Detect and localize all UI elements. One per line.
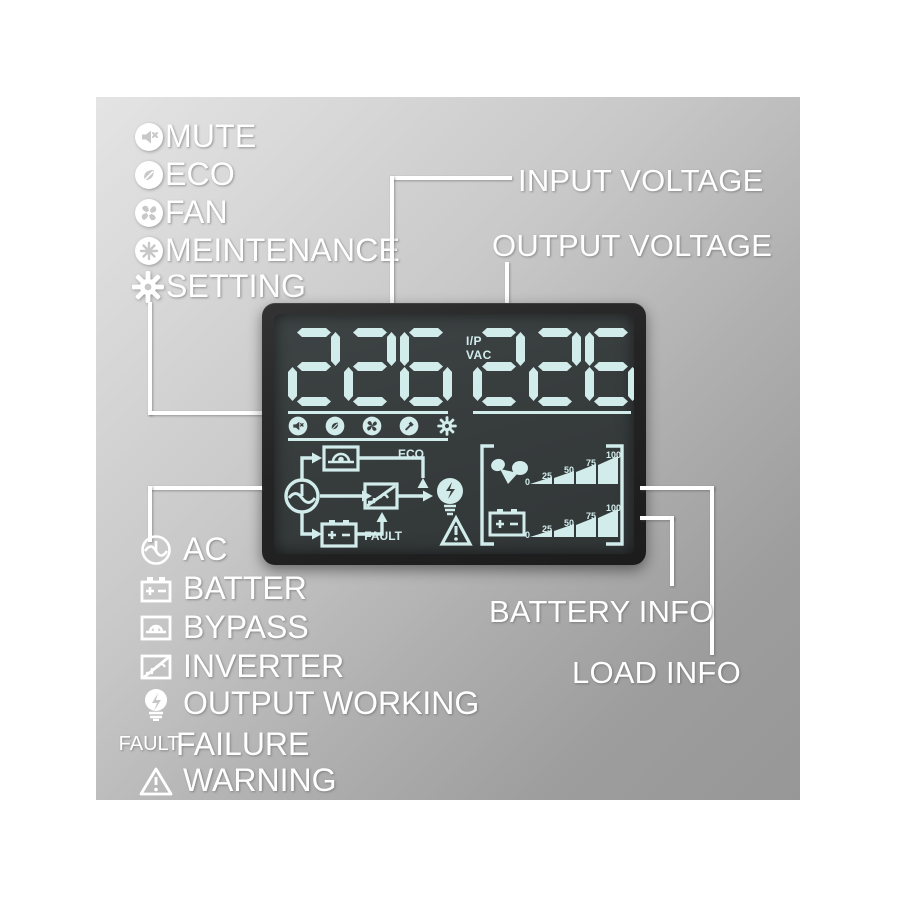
status-underbar [288, 438, 448, 441]
legend-label-setting: SETTING [166, 268, 307, 304]
legend-item-output-working: OUTPUT WORKING [138, 685, 479, 722]
output-digits [473, 328, 634, 406]
legend-item-setting: SETTING [131, 268, 306, 305]
connector-output-voltage-vertical [505, 262, 509, 308]
connector-load-info-vertical [710, 486, 714, 655]
lcd-status-icon-row [288, 415, 458, 437]
setting-icon [131, 270, 165, 304]
connector-battery-info-horizontal [640, 516, 674, 520]
connector-settings-horizontal [148, 411, 266, 415]
battery-tick-0: 0 [525, 530, 530, 540]
digit [585, 328, 634, 406]
connector-input-voltage-vertical [390, 176, 394, 308]
warning-triangle-node [439, 514, 473, 546]
warning-icon [138, 766, 174, 796]
legend-item-eco: ECO [134, 156, 235, 193]
legend-item-bypass: BYPASS [138, 609, 309, 646]
fault-flow-label: FAULT [364, 529, 402, 543]
eco-flow-label: ECO [398, 447, 424, 461]
legend-label-bypass: BYPASS [183, 609, 309, 645]
bypass-node [322, 445, 360, 472]
fan-icon [134, 198, 164, 228]
load-tick-100: 100 [606, 450, 621, 460]
mute-icon [288, 416, 308, 436]
callout-input-voltage: INPUT VOLTAGE [518, 163, 764, 198]
bypass-icon [138, 614, 174, 642]
legend-item-fan: FAN [134, 194, 228, 231]
legend-item-inverter: INVERTER [138, 648, 344, 685]
load-meter: 0 25 50 75 100 [491, 450, 621, 487]
eco-icon [134, 160, 164, 190]
battery-tick-25: 25 [542, 524, 552, 534]
callout-battery-info: BATTERY INFO [489, 594, 714, 629]
input-underbar [288, 411, 448, 414]
legend-item-failure: FAULT FAILURE [118, 726, 310, 763]
legend-label-ac: AC [183, 531, 228, 567]
lcd-bezel: I/P VAC 226 [262, 303, 646, 565]
legend-label-mute: MUTE [165, 118, 257, 154]
connector-bottom-legend-vertical [148, 486, 152, 542]
fault-text-icon: FAULT [118, 733, 180, 755]
digit [473, 328, 525, 406]
battery-node [320, 520, 358, 548]
maintenance-icon [134, 236, 164, 266]
digit [288, 328, 340, 406]
fan-icon [362, 416, 382, 436]
legend-item-battery: BATTER [138, 570, 307, 607]
bulb-icon [138, 687, 174, 721]
legend-item-mute: MUTE [134, 118, 256, 155]
battery-tick-75: 75 [586, 511, 596, 521]
battery-icon [138, 574, 174, 604]
load-tick-0: 0 [525, 477, 530, 487]
digit [400, 328, 452, 406]
digit [344, 328, 396, 406]
input-unit-line1: I/P [466, 334, 482, 348]
callout-load-info: LOAD INFO [572, 655, 741, 690]
connector-settings-vertical [148, 302, 152, 415]
connector-battery-info-vertical [670, 516, 674, 586]
legend-label-warning: WARNING [183, 762, 337, 798]
load-tick-50: 50 [564, 465, 574, 475]
ac-icon [138, 534, 174, 566]
eco-icon [325, 416, 345, 436]
connector-load-info-horizontal [640, 486, 714, 490]
input-unit: I/P VAC [466, 334, 492, 362]
output-voltage-readout: O/P VAC 226 [473, 328, 634, 406]
maintenance-icon [399, 416, 419, 436]
legend-label-eco: ECO [165, 156, 235, 192]
battery-tick-50: 50 [564, 518, 574, 528]
legend-label-maintenance: MEINTENANCE [165, 232, 401, 268]
battery-meter: 0 25 50 75 100 [488, 503, 621, 540]
input-digits [288, 328, 452, 406]
input-voltage-readout: I/P VAC 226 [288, 328, 491, 406]
legend-label-inverter: INVERTER [183, 648, 345, 684]
lcd-screen: I/P VAC 226 [274, 314, 634, 554]
output-underbar [473, 411, 631, 414]
connector-bottom-legend-horizontal [148, 486, 262, 490]
load-tick-75: 75 [586, 458, 596, 468]
callout-output-voltage: OUTPUT VOLTAGE [492, 228, 773, 263]
setting-icon [436, 415, 458, 437]
inverter-icon [138, 653, 174, 681]
legend-label-battery: BATTER [183, 570, 307, 606]
input-unit-line2: VAC [466, 348, 492, 362]
meters-group: 0 25 50 75 100 [478, 440, 628, 550]
connector-input-voltage-horizontal [390, 176, 512, 180]
legend-item-warning: WARNING [138, 762, 336, 799]
battery-tick-100: 100 [606, 503, 621, 513]
output-bulb-node [437, 478, 463, 516]
legend-item-maintenance: MEINTENANCE [134, 232, 400, 269]
mute-icon [134, 122, 164, 152]
legend-label-output-working: OUTPUT WORKING [183, 685, 480, 721]
digit [529, 328, 581, 406]
legend-label-fan: FAN [165, 194, 228, 230]
flow-diagram: ECO FAULT [280, 444, 476, 548]
legend-label-failure: FAILURE [176, 726, 310, 762]
inverter-node [363, 482, 399, 510]
load-tick-25: 25 [542, 471, 552, 481]
legend-item-ac: AC [138, 531, 227, 568]
